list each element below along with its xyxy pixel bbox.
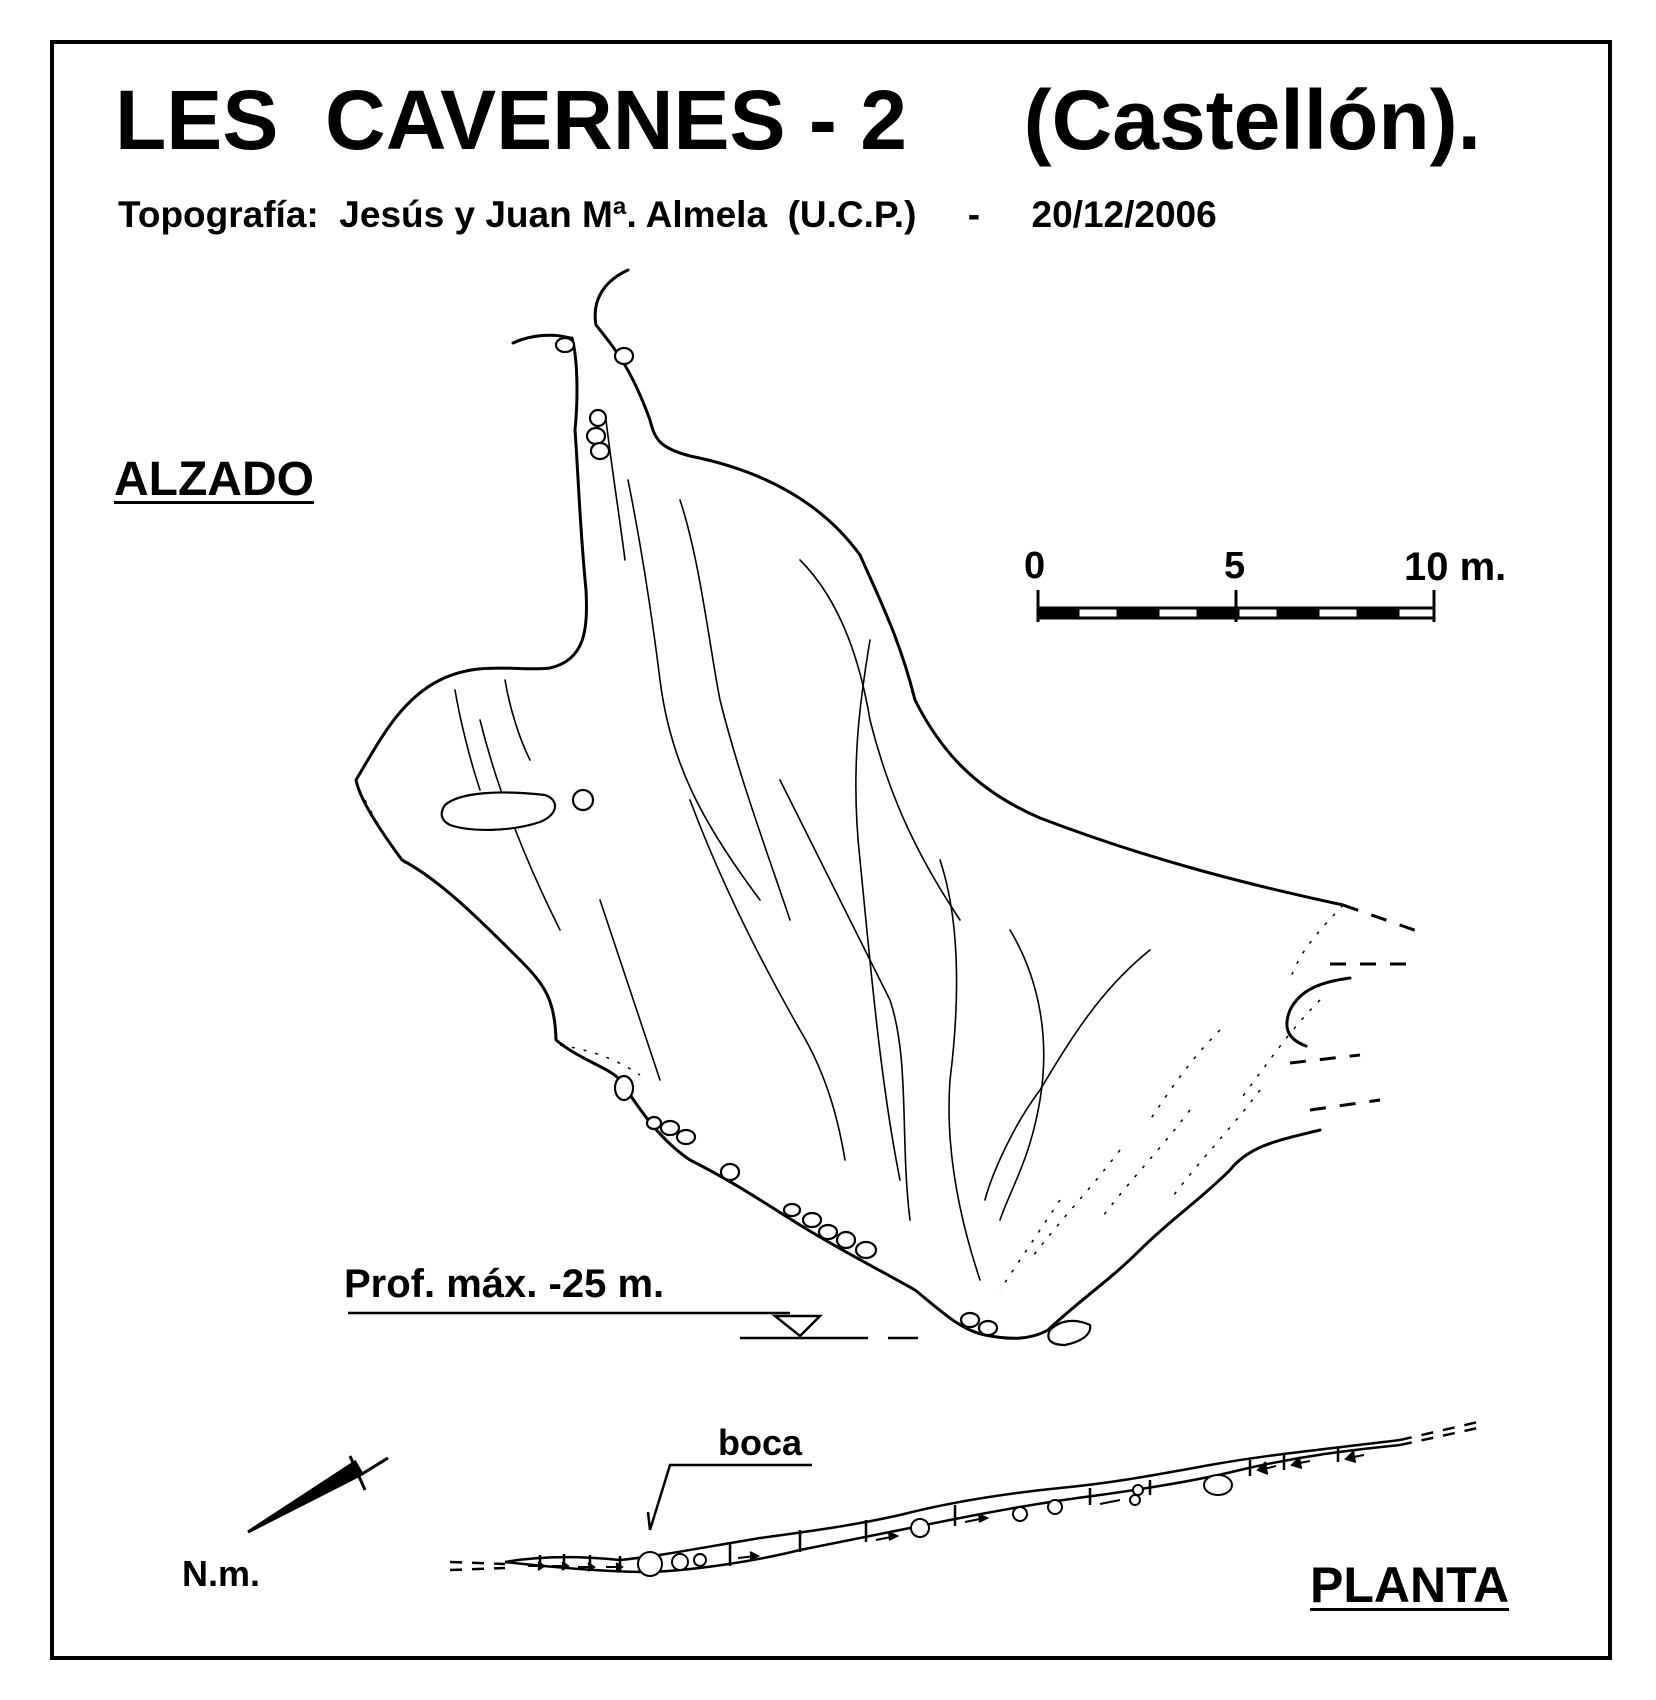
entrance-leader [646,1463,812,1531]
scale-tick-label-0: 0 [1024,545,1046,587]
section-view-label: ALZADO [114,453,314,506]
scale-tick-label-5: 5 [1224,545,1246,587]
flowstone-streaks [454,419,1151,1281]
max-depth-label: Prof. máx. -25 m. [344,1262,665,1306]
north-arrow-icon [247,1455,389,1534]
north-label: N.m. [182,1553,261,1594]
cave-plan-outline [504,1438,1401,1574]
sediment-stipple [364,799,1344,1291]
survey-credits: Topografía: Jesús y Juan Mª. Almela (U.C… [118,194,1217,235]
extension-dashes [1289,903,1421,1112]
max-depth-marker [348,1311,918,1340]
scale-tick-label-10: 10 m. [1404,545,1507,589]
plan-extension-dashes [449,1420,1479,1572]
entrance-label: boca [718,1422,803,1463]
map-title: LES CAVERNES - 2 (Castellón). [115,73,1481,167]
map-frame [50,40,1612,1660]
plan-flow-arrows [528,1450,1365,1572]
plan-boulders [637,1474,1233,1577]
scale-bar [1036,590,1436,622]
boulders [440,336,1092,1347]
plan-view-label: PLANTA [1310,1557,1510,1613]
